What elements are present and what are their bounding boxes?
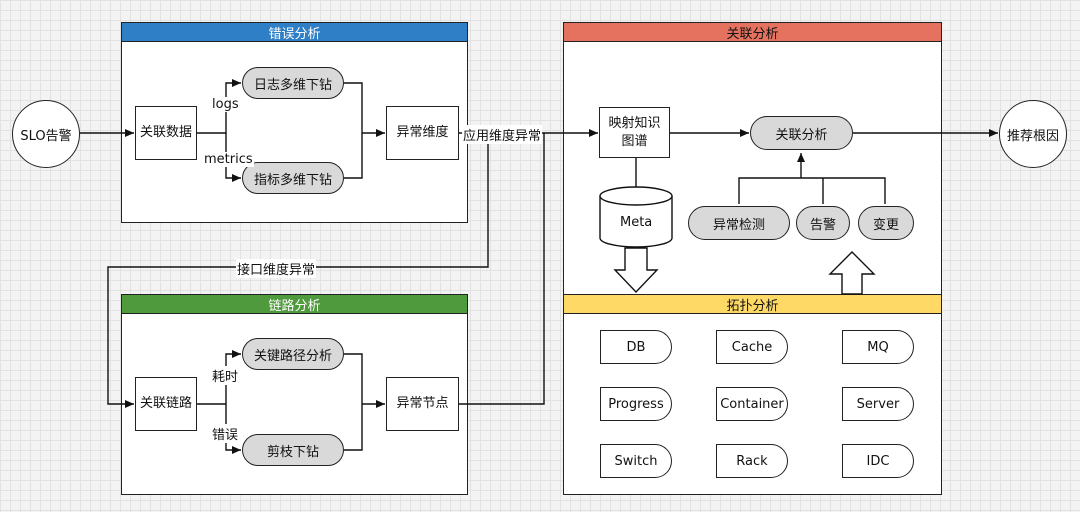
topology-node: MQ [842, 330, 914, 364]
topology-analysis-header: 拓扑分析 [563, 294, 942, 314]
abnormal-node: 异常节点 [386, 377, 459, 431]
latency-label: 耗时 [211, 366, 240, 385]
error-label: 错误 [211, 424, 240, 443]
pruning-drill-node: 剪枝下钻 [242, 434, 344, 466]
related-data-node: 关联数据 [135, 106, 197, 160]
topology-node: Container [716, 387, 788, 421]
trace-analysis-header: 链路分析 [121, 294, 468, 314]
topology-node: Switch [600, 444, 672, 478]
critical-path-node: 关键路径分析 [242, 338, 344, 370]
app-dim-abnormal-label: 应用维度异常 [462, 125, 543, 144]
anomaly-detection-node: 异常检测 [688, 206, 790, 240]
error-analysis-header: 错误分析 [121, 22, 468, 42]
change-node: 变更 [858, 206, 914, 240]
topology-node: DB [600, 330, 672, 364]
slo-alert-node: SLO告警 [12, 100, 80, 168]
topology-node: Server [842, 387, 914, 421]
edge-to-metric-drill [225, 133, 241, 182]
logs-label: logs [211, 97, 240, 112]
log-drill-node: 日志多维下钻 [242, 67, 344, 99]
topology-node: Cache [716, 330, 788, 364]
meta-label: Meta [620, 215, 653, 230]
metrics-label: metrics [203, 152, 254, 167]
related-trace-node: 关联链路 [135, 377, 197, 431]
up-arrow-icon [828, 251, 876, 295]
correlation-node: 关联分析 [750, 116, 853, 150]
api-dim-abnormal-label: 接口维度异常 [236, 259, 317, 278]
edge-abnormal-node-to-kg [459, 133, 545, 405]
edge-api-dim-abnormal [107, 133, 489, 408]
topology-node: IDC [842, 444, 914, 478]
kg-mapping-node: 映射知识图谱 [599, 107, 670, 158]
correlation-analysis-header: 关联分析 [563, 22, 942, 42]
meta-database-icon [599, 186, 673, 248]
alert-node: 告警 [796, 206, 850, 240]
abnormal-dimension-node: 异常维度 [386, 106, 459, 160]
topology-node: Rack [716, 444, 788, 478]
recommend-root-cause-node: 推荐根因 [999, 100, 1067, 168]
edge-to-pruning [225, 404, 241, 454]
metric-drill-node: 指标多维下钻 [242, 162, 344, 194]
topology-node: Progress [600, 387, 672, 421]
down-arrow-icon [613, 247, 659, 294]
